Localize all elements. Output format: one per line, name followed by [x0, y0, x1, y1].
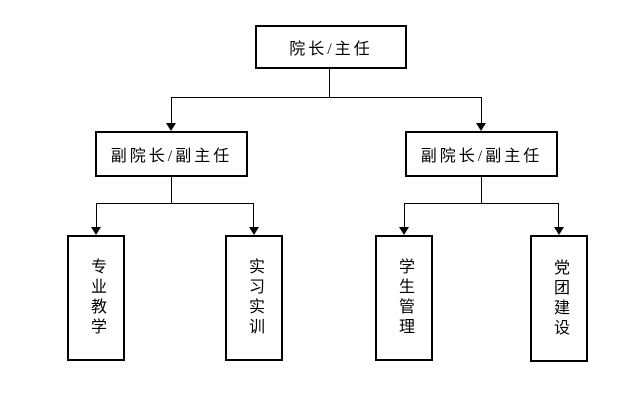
node-leaf-party-league-building: 党团建设 [530, 235, 588, 362]
edge-drop-leaf-2 [253, 203, 254, 227]
edge-root-drop-left [171, 97, 172, 124]
arrowhead-down-icon [166, 123, 176, 131]
edge-vice-right-stem [481, 177, 482, 204]
edge-vice-left-stem [171, 177, 172, 204]
edge-drop-leaf-1 [96, 203, 97, 227]
edge-root-rail [171, 97, 482, 98]
edge-vice-left-rail [96, 203, 254, 204]
arrowhead-down-icon [249, 227, 259, 235]
node-leaf-internship-training: 实习实训 [225, 235, 283, 361]
arrowhead-down-icon [554, 227, 564, 235]
arrowhead-down-icon [399, 227, 409, 235]
node-leaf-professional-teaching: 专业教学 [67, 235, 125, 361]
node-root: 院长/主任 [255, 25, 407, 69]
edge-drop-leaf-4 [558, 203, 559, 227]
edge-root-drop-right [481, 97, 482, 124]
node-vice-left: 副院长/副主任 [95, 131, 248, 177]
arrowhead-down-icon [91, 227, 101, 235]
arrowhead-down-icon [476, 123, 486, 131]
edge-vice-right-rail [404, 203, 559, 204]
node-leaf-student-management: 学生管理 [375, 235, 433, 361]
edge-drop-leaf-3 [404, 203, 405, 227]
edge-root-stem [329, 69, 330, 98]
node-vice-right: 副院长/副主任 [405, 131, 558, 177]
